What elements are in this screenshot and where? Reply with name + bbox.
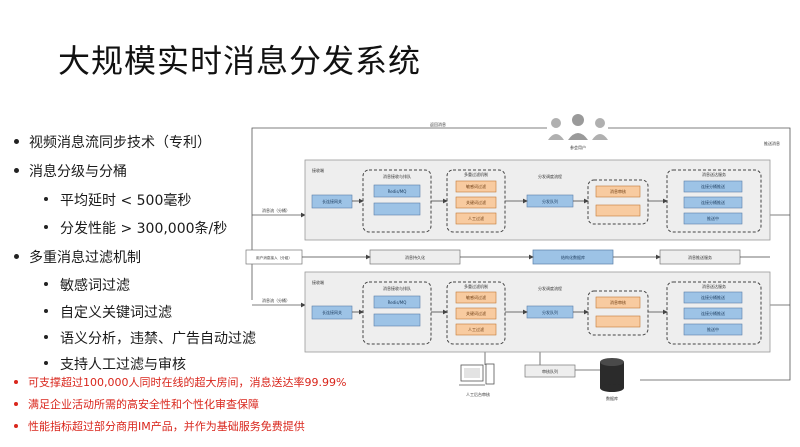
deliver-box-3-bottom: 推送中 bbox=[707, 326, 719, 332]
bullet-subitem-6: 支持人工过滤与审核 bbox=[44, 354, 186, 374]
deliver-box-1-bottom: 连接分桶推送 bbox=[701, 294, 725, 300]
deliver-box-3: 推送中 bbox=[707, 215, 719, 221]
bullet-dot-icon bbox=[44, 335, 48, 339]
bullet-item-3: 多重消息过滤机制 bbox=[14, 247, 141, 267]
bullet-subitem-2: 分发性能 > 300,000条/秒 bbox=[44, 218, 227, 238]
recv-box-label-bottom: 长连接网关 bbox=[322, 309, 342, 315]
bullet-dot-icon bbox=[14, 138, 19, 144]
bus-right-label: 消息推送服务 bbox=[688, 254, 712, 260]
bullet-dot-icon bbox=[14, 253, 19, 259]
highlight-note-2: 满足企业活动所需的高安全性和个性化审查保障 bbox=[14, 396, 259, 412]
filter-box-2: 关键词过滤 bbox=[466, 199, 486, 205]
bottom-db-label: 数据库 bbox=[606, 395, 618, 401]
top-return-label: 返回消息 bbox=[430, 121, 446, 127]
dispatch-box-label: 分发队列 bbox=[542, 198, 558, 204]
bullet-item-1: 视频消息流同步技术（专利） bbox=[14, 132, 211, 152]
highlight-note-1: 可支撑超过100,000人同时在线的超大房间，消息送达率99.99% bbox=[14, 374, 346, 390]
deliver-box-2-bottom: 连接分桶推送 bbox=[701, 310, 725, 316]
right-feed-label: 推送消息 bbox=[764, 140, 780, 146]
manual-review-station bbox=[459, 363, 495, 386]
bottom-queue-label: 审核队列 bbox=[542, 368, 558, 374]
group-dispatch-label-bottom: 分发调度流程 bbox=[538, 285, 562, 291]
highlight-note-3: 性能指标超过部分商用IM产品，并作为基础服务免费提供 bbox=[14, 418, 305, 434]
lane-top: 接收端 长连接网关 消息接收与排队 Redis/MQ 多重过滤机制 敏感词过滤 … bbox=[304, 159, 771, 241]
group-dispatch-label: 分发调度流程 bbox=[538, 173, 562, 179]
lane-top-label: 接收端 bbox=[312, 167, 324, 173]
bullet-dot-icon bbox=[14, 167, 19, 173]
deliver-box-1: 连接分桶推送 bbox=[701, 183, 725, 189]
filter-box-3: 人工过滤 bbox=[468, 215, 484, 221]
group-filter-label: 多重过滤机制 bbox=[464, 171, 488, 177]
bullet-subitem-1: 平均延时 < 500毫秒 bbox=[44, 190, 191, 210]
database-icon bbox=[600, 358, 624, 392]
group-deliver-label: 消息送达服务 bbox=[702, 171, 726, 177]
connector-lines bbox=[251, 127, 791, 381]
bullet-subitem-4: 自定义关键词过滤 bbox=[44, 302, 172, 322]
mid-box-label: 消息审核 bbox=[610, 188, 626, 194]
bullet-dot-icon bbox=[44, 225, 48, 229]
bullet-subitem-5: 语义分析，违禁、广告自动过滤 bbox=[44, 328, 256, 348]
bus-left-label: 消息持久化 bbox=[405, 254, 425, 260]
lane-bottom-label: 接收端 bbox=[312, 279, 324, 285]
bullet-dot-icon bbox=[44, 197, 48, 201]
bottom-pc-label: 人工后台审核 bbox=[466, 391, 490, 397]
group-receive-label: 消息接收与排队 bbox=[383, 173, 411, 179]
recv-box-label: 长连接网关 bbox=[322, 198, 342, 204]
filter-box-1: 敏感词过滤 bbox=[466, 183, 486, 189]
page-title: 大规模实时消息分发系统 bbox=[58, 42, 422, 80]
users-label: 参会用户 bbox=[570, 144, 586, 150]
bullet-dot-icon bbox=[44, 309, 48, 313]
queue-box-label: Redis/MQ bbox=[388, 189, 407, 194]
bullet-item-2: 消息分级与分桶 bbox=[14, 161, 127, 181]
users-icon bbox=[548, 114, 608, 140]
bullet-dot-icon bbox=[44, 361, 48, 365]
group-filter-label-bottom: 多重过滤机制 bbox=[464, 283, 488, 289]
lane-side-label-bottom: 消息流（分桶） bbox=[262, 297, 290, 303]
message-bus: 用户消息接入（分组） 消息持久化 结构化数据库 消息推送服务 bbox=[245, 249, 770, 265]
group-receive-label-bottom: 消息接收与排队 bbox=[383, 285, 411, 291]
side-in-label: 用户消息接入（分组） bbox=[256, 255, 292, 260]
queue-box-label-bottom: Redis/MQ bbox=[388, 300, 407, 305]
bullet-dot-icon bbox=[44, 282, 48, 286]
bullet-subitem-3: 敏感词过滤 bbox=[44, 275, 130, 295]
filter-box-2-bottom: 关键词过滤 bbox=[466, 310, 486, 316]
review-queue-box bbox=[524, 364, 576, 378]
filter-box-3-bottom: 人工过滤 bbox=[468, 326, 484, 332]
dispatch-box-label-bottom: 分发队列 bbox=[542, 309, 558, 315]
mid-box-label-bottom: 消息审核 bbox=[610, 299, 626, 305]
note-dot-icon bbox=[14, 380, 18, 384]
note-dot-icon bbox=[14, 402, 18, 406]
bus-center-label: 结构化数据库 bbox=[561, 254, 585, 260]
group-deliver-label-bottom: 消息送达服务 bbox=[702, 283, 726, 289]
filter-box-1-bottom: 敏感词过滤 bbox=[466, 294, 486, 300]
note-dot-icon bbox=[14, 424, 18, 428]
lane-side-label-top: 消息流（分桶） bbox=[262, 207, 290, 213]
deliver-box-2: 连接分桶推送 bbox=[701, 199, 725, 205]
lane-bottom: 接收端 长连接网关 消息接收与排队 Redis/MQ 多重过滤机制 敏感词过滤 … bbox=[304, 271, 771, 353]
